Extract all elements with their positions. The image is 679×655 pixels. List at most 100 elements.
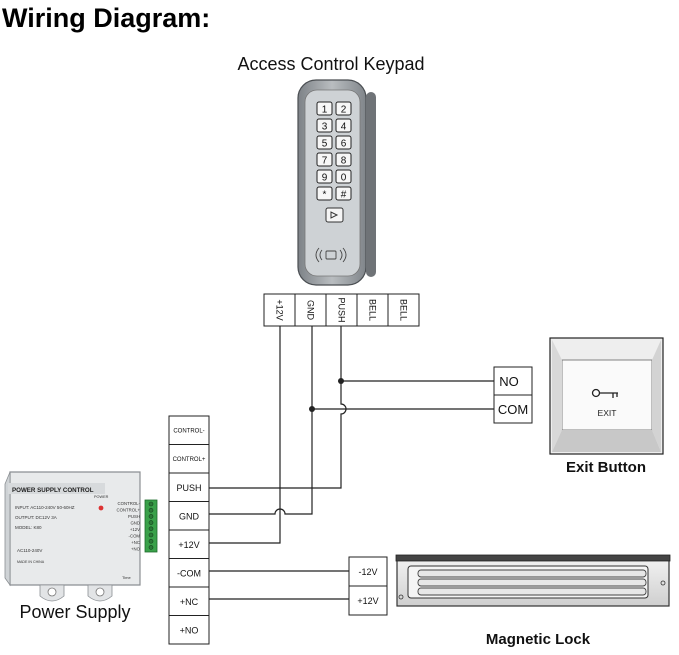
ps-terminal-label: CONTROL-	[173, 428, 204, 434]
keypad-key	[316, 135, 333, 150]
ps-side-labels: CONTROL- CONTROL+PUSH GND+12V -COM+NC +NO	[116, 501, 140, 552]
ps-side-label: CONTROL-	[118, 501, 141, 506]
keypad-key	[316, 169, 333, 184]
keypad-key	[335, 118, 352, 133]
ps-terminal-screw	[148, 514, 154, 519]
keypad-terminal-label: +12V	[275, 299, 285, 320]
page-title: Wiring Diagram:	[2, 3, 210, 33]
keypad-key-label: 6	[341, 139, 347, 150]
ps-brand: Time	[122, 575, 132, 580]
wire-12v	[209, 326, 281, 544]
ps-line1: INPUT: AC110-240V 50-60HZ	[15, 505, 75, 510]
magnetic-lock-terminals: -12V +12V	[348, 556, 388, 616]
keypad-key-label: 0	[341, 173, 347, 184]
ps-line3: MODEL: K80	[15, 525, 42, 530]
wire-gnd-down	[209, 409, 313, 515]
keypad-key	[335, 169, 352, 184]
keypad-face	[304, 89, 361, 277]
lock-terminal-pos12v-label: +12V	[357, 596, 378, 606]
keypad-key	[335, 152, 352, 167]
keypad-key	[335, 101, 352, 116]
keypad-key	[316, 101, 333, 116]
keypad-terminal	[356, 293, 389, 327]
keypad-terminal	[263, 293, 296, 327]
exit-terminal-no-label: NO	[499, 374, 519, 389]
keypad-terminal-label: BELL	[399, 299, 409, 321]
ps-side-label: CONTROL+	[116, 508, 140, 513]
ps-terminal	[168, 529, 210, 559]
keypad-key	[316, 118, 333, 133]
keypad-key	[316, 186, 333, 201]
ps-side-label: PUSH	[128, 514, 140, 519]
rfid-icon	[315, 247, 347, 263]
ps-terminal-label: GND	[179, 511, 200, 521]
ps-terminal-screw	[148, 545, 154, 550]
ps-terminal	[168, 444, 210, 474]
keypad-key-label: 5	[322, 139, 328, 150]
ps-side-label: +NO	[131, 547, 141, 552]
power-supply-caption: Power Supply	[19, 602, 130, 622]
keypad-key-label: 8	[341, 156, 347, 167]
ps-terminal	[168, 415, 210, 445]
keypad-key	[335, 186, 352, 201]
keypad-key-label: 1	[322, 105, 328, 116]
ps-terminal-screw	[148, 538, 154, 544]
lock-terminal-neg12v-label: -12V	[358, 567, 377, 577]
bell-icon	[330, 211, 339, 219]
ps-side-label: -COM	[129, 534, 141, 539]
wires	[209, 326, 494, 600]
ps-line4: AC110-240V	[17, 548, 42, 553]
ps-terminal-label: -COM	[177, 568, 201, 578]
ps-terminal-label: +12V	[178, 540, 199, 550]
exit-button-terminals: NO COM	[493, 366, 533, 424]
ps-header: POWER SUPPLY CONTROL	[12, 487, 94, 494]
ps-terminal	[168, 472, 210, 502]
power-supply-device: POWER SUPPLY CONTROL POWER INPUT: AC110-…	[4, 471, 158, 602]
keypad-key-label: 4	[341, 122, 347, 133]
ps-side-label: +NC	[131, 540, 140, 545]
wire-push	[340, 326, 494, 382]
magnetic-lock-caption: Magnetic Lock	[486, 631, 591, 648]
keypad-terminal-label: GND	[306, 300, 316, 321]
ps-terminal-screw	[148, 501, 154, 507]
ps-terminal-label: CONTROL+	[173, 457, 206, 463]
exit-button-caption: Exit Button	[566, 459, 646, 476]
ps-power-led	[98, 505, 104, 511]
exit-terminal-com-label: COM	[498, 402, 528, 417]
ps-terminal-label: +NO	[180, 625, 199, 635]
keypad-bezel	[366, 92, 376, 277]
wire-junctions	[309, 378, 344, 412]
keypad-terminal	[387, 293, 420, 327]
ps-side-label: +12V	[130, 527, 140, 532]
ps-terminal-screw	[148, 532, 154, 538]
keypad-terminal	[294, 293, 327, 327]
power-supply-terminal-strip: CONTROL- CONTROL+ PUSH GND +12V -COM +NC +NO	[168, 415, 210, 645]
exit-label: EXIT	[598, 408, 617, 418]
wire-gnd	[311, 326, 494, 410]
exit-button-device: EXIT	[549, 337, 664, 455]
ps-terminal-screw	[148, 507, 154, 513]
wire-push-down	[209, 381, 347, 489]
ps-side-label: GND	[130, 521, 140, 526]
keypad-terminal-label: BELL	[368, 299, 378, 321]
ps-line2: OUTPUT: DC12V 3A	[15, 515, 57, 520]
ps-terminal-screw	[148, 526, 154, 532]
key-icon	[591, 388, 618, 398]
ps-terminal-label: PUSH	[176, 483, 201, 493]
keypad-key-label: 3	[322, 122, 328, 133]
ps-terminal-screw	[148, 520, 154, 525]
ps-power-label: POWER	[94, 495, 109, 499]
keypad-key-label: #	[341, 190, 347, 201]
ps-line5: MADE IN CHINA	[17, 560, 45, 564]
keypad-key-label: *	[323, 190, 327, 201]
lock-terminal-pos12v	[348, 585, 388, 616]
ps-terminal-screws	[148, 501, 154, 550]
keypad-key-label: 7	[322, 156, 328, 167]
ps-green-terminal-block	[144, 499, 158, 553]
ps-terminal-label: +NC	[180, 597, 199, 607]
ps-terminal	[168, 501, 210, 531]
keypad-key-label: 9	[322, 173, 328, 184]
